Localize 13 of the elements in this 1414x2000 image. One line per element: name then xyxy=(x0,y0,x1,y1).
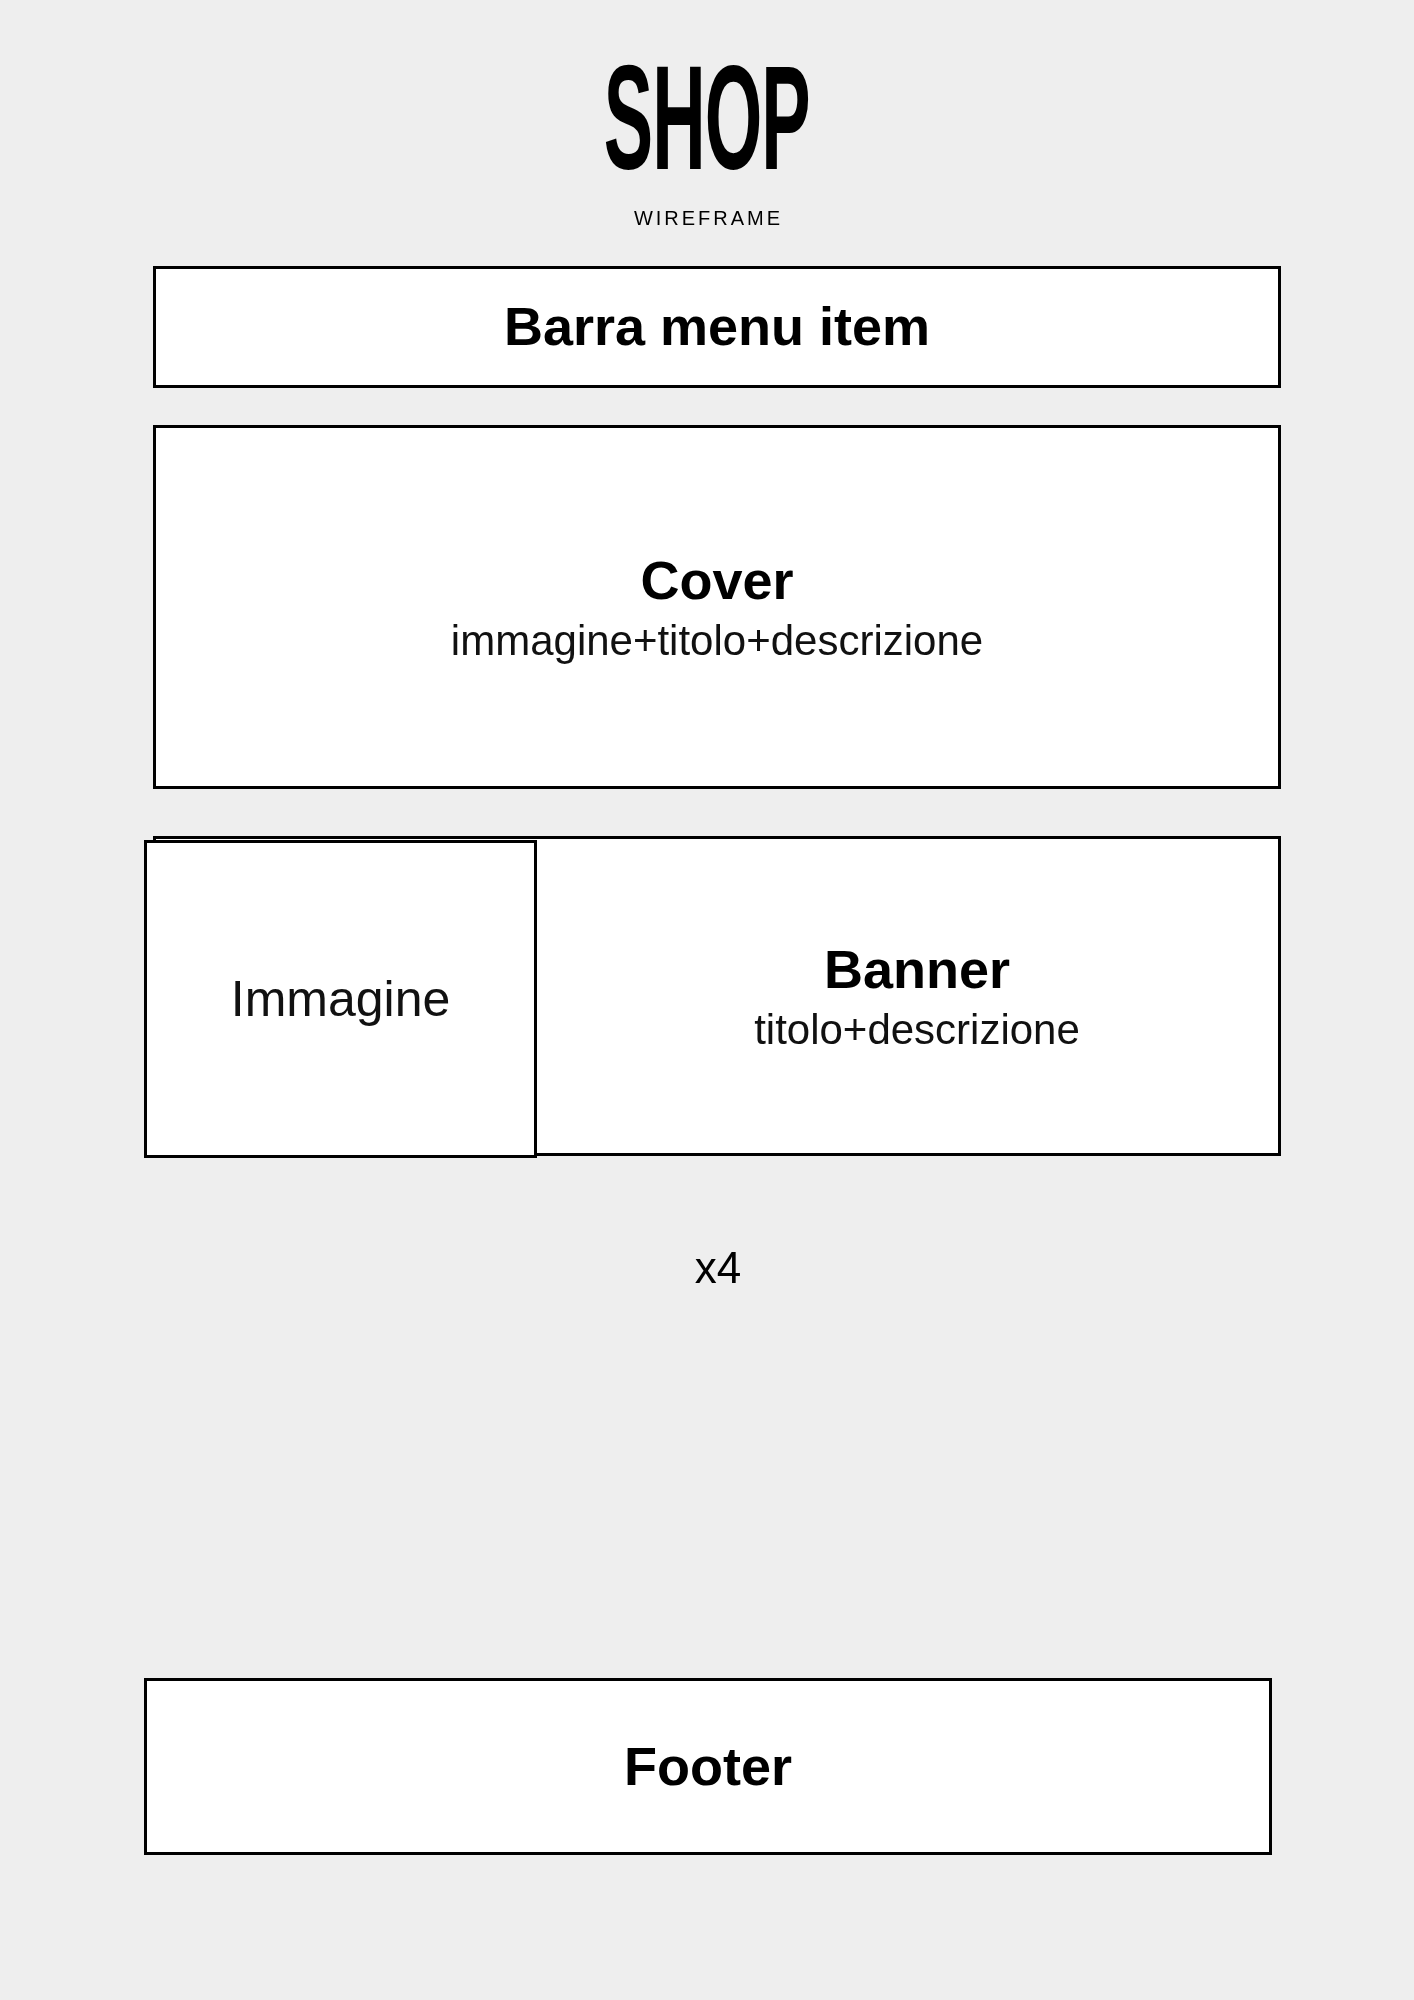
section-description: immagine+titolo+descrizione xyxy=(450,615,984,666)
section-description: titolo+descrizione xyxy=(754,1004,1080,1055)
section-title: Footer xyxy=(624,1734,792,1798)
section-title: Cover xyxy=(640,549,794,612)
menu-bar xyxy=(153,266,1281,388)
repeat-count: x4 xyxy=(694,1242,742,1294)
subtitle-text: WIREFRAME xyxy=(632,206,784,231)
page-title: SHOP xyxy=(604,44,810,192)
section-title: Barra menu item xyxy=(503,295,931,359)
footer-bar xyxy=(144,1678,1272,1855)
cover-section xyxy=(153,425,1281,789)
section-title: Banner xyxy=(823,938,1010,1001)
image-label: Immagine xyxy=(230,969,451,1029)
